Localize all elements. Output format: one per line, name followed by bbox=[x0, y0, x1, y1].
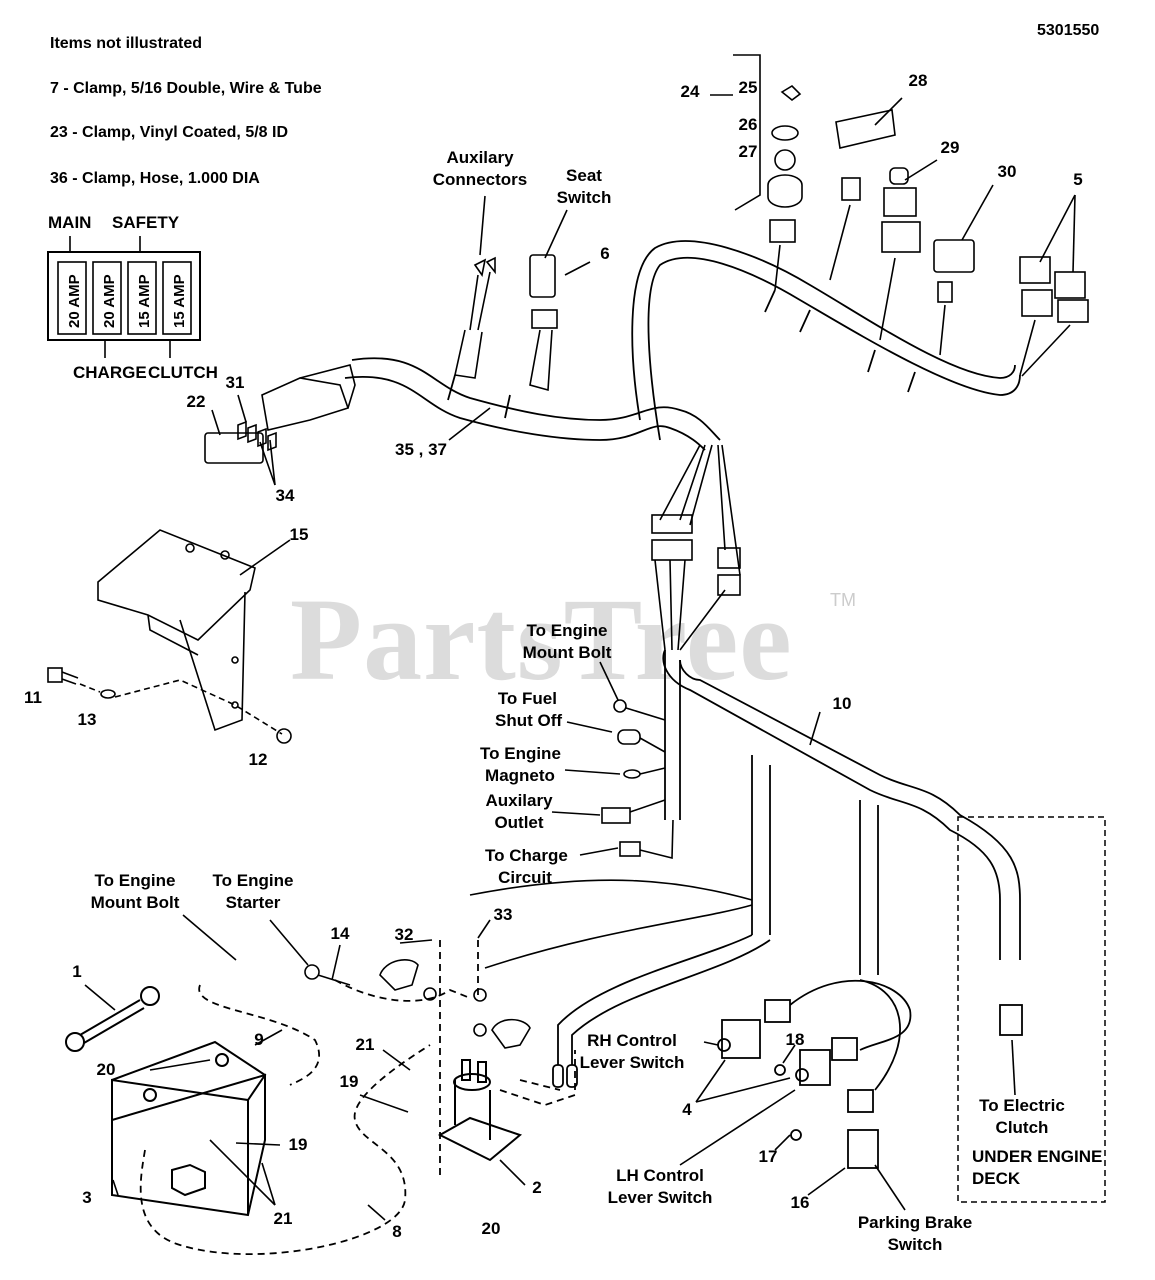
callout-under-engine-deck: UNDER ENGINE DECK bbox=[972, 1147, 1103, 1188]
key-switch-group bbox=[710, 54, 1089, 377]
callout-to-fuel-shut-off: To Fuel Shut Off bbox=[495, 689, 563, 730]
part-number-29: 29 bbox=[940, 138, 960, 157]
part-number-2: 2 bbox=[532, 1178, 542, 1197]
part-number-9: 9 bbox=[254, 1030, 264, 1049]
fuse-2-label: 20 AMP bbox=[101, 274, 118, 328]
part-number-16: 16 bbox=[790, 1193, 810, 1212]
part-number-12: 12 bbox=[248, 750, 268, 769]
fuse-label-safety: SAFETY bbox=[112, 213, 180, 232]
part-number-32: 32 bbox=[394, 925, 414, 944]
fuse-1-label: 20 AMP bbox=[66, 274, 83, 328]
drawing-number: 5301550 bbox=[1037, 22, 1100, 39]
part-number-33: 33 bbox=[493, 905, 513, 924]
part-number-27: 27 bbox=[738, 142, 758, 161]
breakout-wires bbox=[651, 444, 741, 651]
engine-leads bbox=[469, 699, 753, 969]
part-number-10: 10 bbox=[832, 694, 852, 713]
part-number-8: 8 bbox=[392, 1222, 402, 1241]
callout-to-engine-mount-bolt: To Engine Mount Bolt bbox=[522, 621, 612, 662]
part-number-13: 13 bbox=[77, 710, 97, 729]
part-number-17: 17 bbox=[758, 1147, 778, 1166]
part-number-22: 22 bbox=[186, 392, 206, 411]
hardware-bolt-washer-nut bbox=[47, 667, 292, 744]
notes-header: Items not illustrated bbox=[50, 35, 203, 52]
bracket bbox=[97, 529, 256, 732]
callout-aux-outlet: Auxilary Outlet bbox=[485, 791, 553, 832]
watermark-trademark: TM bbox=[830, 590, 856, 610]
aux-and-seat-connectors bbox=[454, 254, 558, 392]
part-number-21a: 21 bbox=[355, 1035, 375, 1054]
leader-lines bbox=[84, 97, 1076, 1221]
part-number-18: 18 bbox=[785, 1030, 805, 1049]
fuse-label-clutch: CLUTCH bbox=[148, 363, 218, 382]
callout-seat-switch: Seat Switch bbox=[556, 166, 612, 207]
part-number-28: 28 bbox=[908, 71, 928, 90]
starter-solenoid bbox=[437, 1059, 523, 1162]
cable-14 bbox=[304, 959, 531, 1049]
part-number-34: 34 bbox=[275, 486, 295, 505]
callout-to-engine-mount-bolt-2: To Engine Mount Bolt bbox=[90, 871, 180, 912]
fuse-label-charge: CHARGE bbox=[73, 363, 147, 382]
callout-aux-connectors: Auxilary Connectors bbox=[432, 148, 528, 189]
note-item-23: 23 - Clamp, Vinyl Coated, 5/8 ID bbox=[50, 124, 288, 141]
part-number-19a: 19 bbox=[339, 1072, 359, 1091]
note-item-7: 7 - Clamp, 5/16 Double, Wire & Tube bbox=[50, 80, 322, 97]
fuse-block: 20 AMP 20 AMP 15 AMP 15 AMP bbox=[47, 236, 201, 358]
callout-to-engine-starter: To Engine Starter bbox=[212, 871, 294, 912]
part-number-35-37: 35 , 37 bbox=[395, 440, 447, 459]
part-number-1: 1 bbox=[72, 962, 82, 981]
part-number-26: 26 bbox=[738, 115, 758, 134]
callout-parking-brake-switch: Parking Brake Switch bbox=[857, 1213, 973, 1254]
control-switches bbox=[552, 934, 1023, 1169]
callout-rh-control-lever-switch: RH Control Lever Switch bbox=[579, 1031, 685, 1072]
callout-to-engine-magneto: To Engine Magneto bbox=[480, 744, 561, 785]
part-number-19b: 19 bbox=[288, 1135, 308, 1154]
part-number-25: 25 bbox=[738, 78, 758, 97]
under-deck-box bbox=[957, 816, 1106, 1203]
main-harness bbox=[344, 240, 1021, 975]
part-number-21b: 21 bbox=[273, 1209, 293, 1228]
part-number-4: 4 bbox=[682, 1100, 692, 1119]
fuse-holder bbox=[204, 364, 356, 464]
part-number-31: 31 bbox=[225, 373, 245, 392]
watermark: PartsTree bbox=[290, 574, 793, 705]
callout-to-charge-circuit: To Charge Circuit bbox=[485, 846, 568, 887]
part-number-6: 6 bbox=[600, 244, 610, 263]
battery bbox=[111, 1040, 267, 1217]
dashed-cables bbox=[139, 940, 576, 1255]
callout-to-electric-clutch: To Electric Clutch bbox=[979, 1096, 1065, 1137]
fuse-label-main: MAIN bbox=[48, 213, 92, 232]
part-number-15: 15 bbox=[289, 525, 309, 544]
part-number-20b: 20 bbox=[481, 1219, 501, 1238]
callout-lh-control-lever-switch: LH Control Lever Switch bbox=[607, 1166, 713, 1207]
battery-strap bbox=[65, 986, 160, 1052]
part-number-11: 11 bbox=[24, 688, 42, 707]
part-number-14: 14 bbox=[330, 924, 350, 943]
note-item-36: 36 - Clamp, Hose, 1.000 DIA bbox=[50, 170, 260, 187]
part-number-20a: 20 bbox=[96, 1060, 116, 1079]
part-number-30: 30 bbox=[997, 162, 1017, 181]
fuse-4-label: 15 AMP bbox=[171, 274, 188, 328]
part-number-24: 24 bbox=[680, 82, 700, 101]
part-number-5: 5 bbox=[1073, 170, 1083, 189]
part-number-3: 3 bbox=[82, 1188, 92, 1207]
fuse-3-label: 15 AMP bbox=[136, 274, 153, 328]
